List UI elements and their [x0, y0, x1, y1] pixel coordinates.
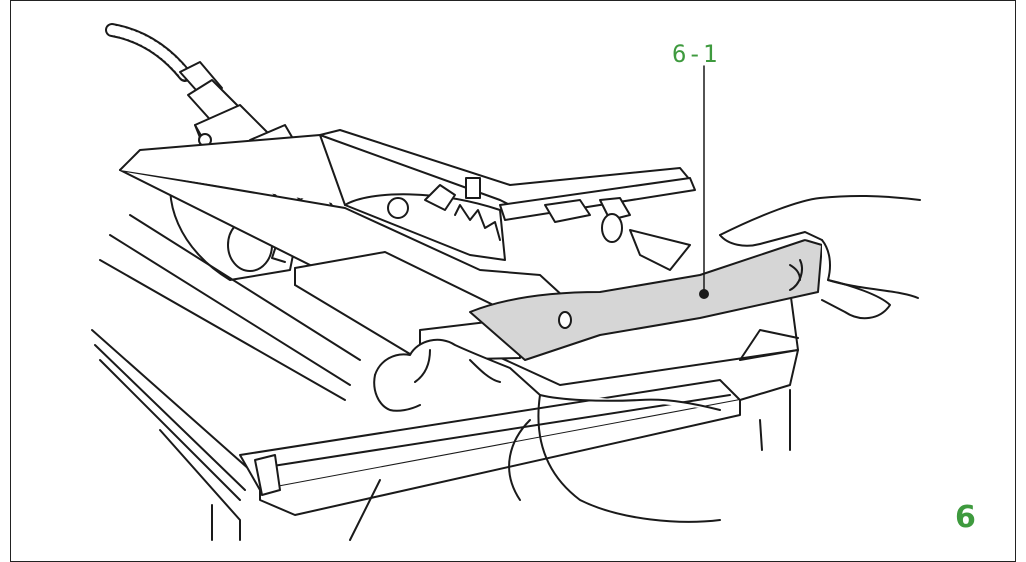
angle-scale: [344, 177, 506, 261]
extraction-hose: [105, 23, 241, 126]
sliding-table: [239, 329, 799, 516]
saw-base: [159, 389, 791, 541]
hand-left: [373, 338, 721, 523]
hand-right: [719, 194, 921, 320]
riving-knife-part: [469, 239, 823, 361]
rip-fence-rail: [319, 129, 696, 271]
callout-leader-dot: [699, 289, 709, 299]
figure-number: 6: [955, 500, 976, 535]
table-top: [91, 134, 799, 501]
callout-label: 6-1: [672, 40, 719, 68]
